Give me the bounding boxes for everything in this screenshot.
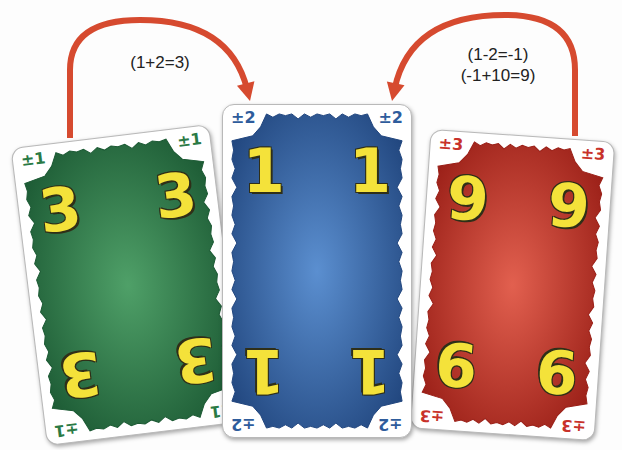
- card-number: 9: [445, 167, 491, 230]
- card-number: 1: [349, 141, 391, 201]
- card-number: 3: [36, 177, 85, 242]
- game-card: ±1±13333±1±1: [10, 124, 245, 446]
- corner-value: ±3: [561, 417, 587, 435]
- card-panel-shape: [420, 140, 604, 431]
- card-number: 9: [433, 333, 479, 396]
- corner-value: ±2: [378, 416, 403, 432]
- card-number: 9: [534, 340, 580, 403]
- card-number: 3: [56, 342, 105, 407]
- arrow-line: [395, 15, 576, 136]
- corner-value: ±2: [378, 110, 403, 126]
- card-panel-shape: [232, 114, 402, 428]
- card-number: 1: [243, 141, 285, 201]
- arrow-head: [387, 82, 405, 101]
- card-number: 9: [546, 174, 592, 237]
- card-number: 1: [349, 341, 391, 401]
- corner-value: ±1: [20, 150, 46, 169]
- corner-value: ±2: [231, 416, 256, 432]
- curved-arrow: [387, 15, 575, 136]
- corner-value: ±3: [438, 136, 464, 154]
- arrow-line: [70, 20, 247, 138]
- card-panel: [12, 125, 245, 445]
- corner-value: ±1: [53, 420, 79, 439]
- corner-value: ±3: [419, 407, 445, 425]
- game-card: ±3±39999±3±3: [410, 129, 615, 441]
- calculation-label: (1+2=3): [128, 52, 192, 73]
- card-panel-shape: [22, 135, 235, 435]
- calculation-label: (1-2=-1) (-1+10=9): [446, 44, 550, 87]
- corner-value: ±1: [176, 131, 202, 150]
- arrow-head: [237, 81, 254, 101]
- card-number: 3: [171, 328, 220, 393]
- corner-value: ±3: [580, 145, 606, 163]
- card-number: 3: [151, 163, 200, 228]
- corner-value: ±2: [231, 110, 256, 126]
- card-number: 1: [243, 341, 285, 401]
- game-card: ±2 ±2 1 1 1 1 ±2 ±2: [222, 104, 412, 438]
